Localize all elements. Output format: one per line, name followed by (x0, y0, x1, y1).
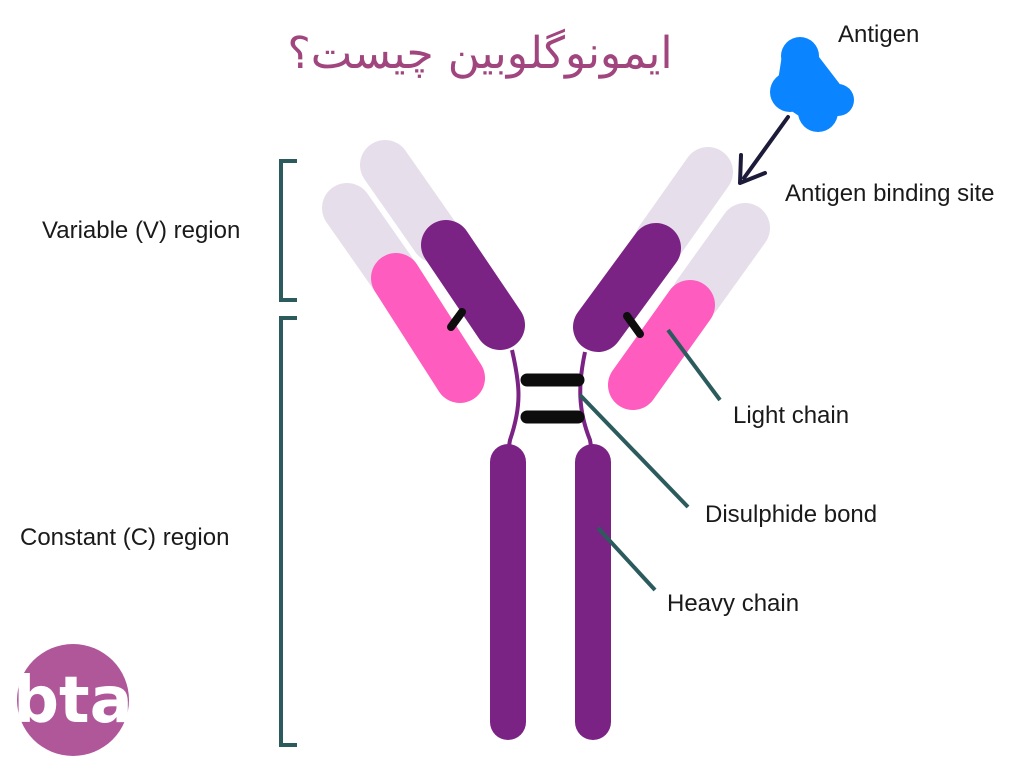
antigen-shape (770, 37, 854, 132)
light-chain-label: Light chain (733, 402, 849, 429)
disulphide-bond-label: Disulphide bond (705, 501, 877, 528)
svg-text:bta: bta (13, 664, 133, 738)
right-light-heavy-bond (627, 316, 640, 334)
bta-logo: bta (13, 644, 133, 756)
constant-region-bracket (281, 318, 297, 745)
antigen-binding-site-label: Antigen binding site (785, 180, 994, 207)
left-light-heavy-bond (451, 312, 462, 327)
heavy-chain-label: Heavy chain (667, 590, 799, 617)
antigen-label: Antigen (838, 21, 919, 48)
left-hinge-line (508, 350, 519, 452)
variable-region-label: Variable (V) region (42, 217, 240, 244)
page-title: ایمونوگلوبین چیست؟ (287, 28, 672, 79)
variable-region-bracket (281, 161, 297, 300)
constant-region-label: Constant (C) region (20, 524, 229, 551)
antigen-arrow (740, 117, 788, 183)
